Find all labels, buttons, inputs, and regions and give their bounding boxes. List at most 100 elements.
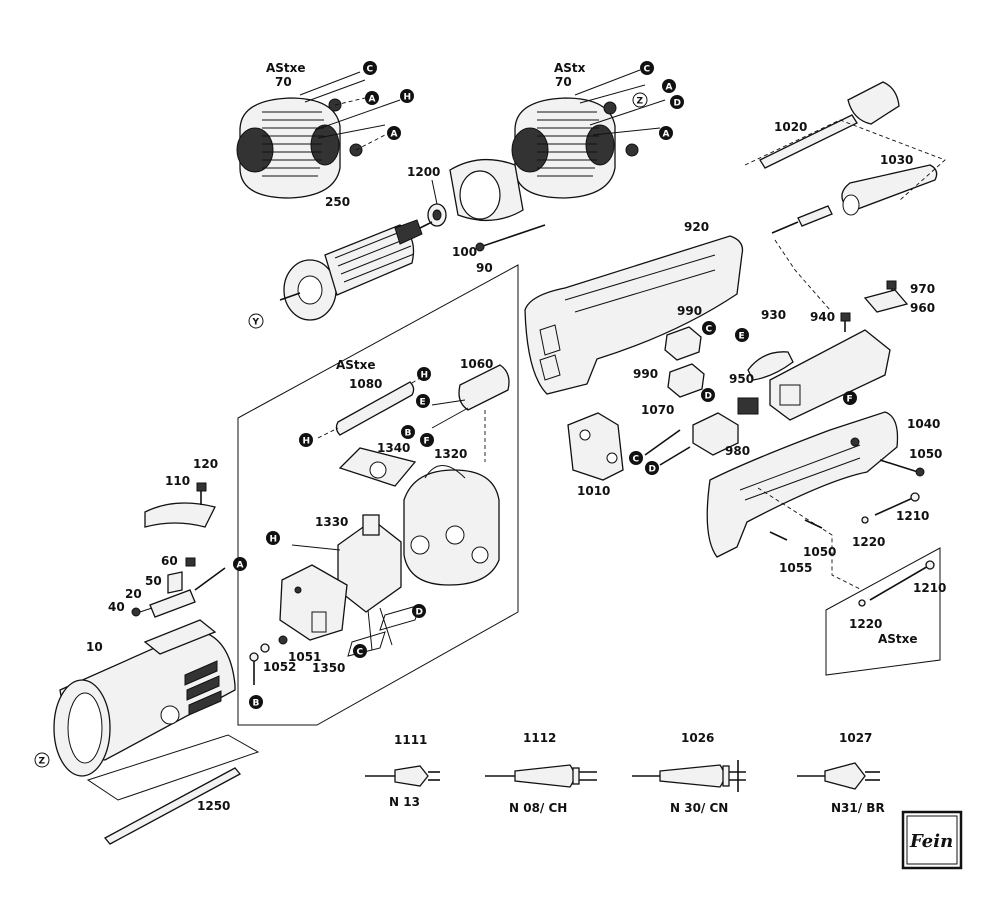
- badge-d-4: D: [645, 461, 659, 475]
- label-990-a: 990: [677, 304, 702, 318]
- label-1030: 1030: [880, 153, 913, 167]
- tie-rod-1250: [86, 734, 260, 845]
- cable-1080: [317, 377, 421, 439]
- label-1052: 1052: [263, 660, 296, 674]
- clamp-960: [863, 289, 909, 313]
- label-1200: 1200: [407, 165, 440, 179]
- badge-a-4: A: [659, 126, 673, 140]
- label-940: 940: [810, 310, 835, 324]
- label-1050-a: 1050: [909, 447, 942, 461]
- label-1250: 1250: [197, 799, 230, 813]
- label-70-right: 70: [555, 75, 572, 89]
- armature-250: [279, 219, 433, 321]
- svg-text:H: H: [404, 93, 412, 103]
- screw-1210-a: [874, 492, 920, 516]
- plate-1350: [279, 564, 348, 641]
- label-930: 930: [761, 308, 786, 322]
- field-coil-astx: [511, 69, 666, 199]
- label-plug-n30: N 30/ CN: [670, 801, 728, 815]
- svg-text:H: H: [421, 371, 429, 381]
- svg-text:C: C: [633, 455, 640, 465]
- svg-text:A: A: [391, 130, 398, 140]
- handle-shell-1040: [706, 411, 899, 558]
- svg-text:D: D: [705, 392, 712, 402]
- astxe-mid-panel: [237, 264, 519, 726]
- label-1210-b: 1210: [913, 581, 946, 595]
- bearing-1200: [427, 179, 447, 227]
- washer-1220-b: [858, 599, 866, 607]
- fein-logo: Fein: [901, 810, 963, 870]
- screw-1050-a: [879, 459, 925, 477]
- label-250: 250: [325, 195, 350, 209]
- screw-120: [196, 482, 207, 505]
- label-astx-top: AStx: [554, 61, 586, 75]
- label-1040: 1040: [907, 417, 940, 431]
- label-60: 60: [161, 554, 178, 568]
- label-1026: 1026: [681, 731, 714, 745]
- label-astxe-top: AStxe: [266, 61, 306, 75]
- screw-1055: [769, 531, 788, 541]
- label-1060: 1060: [460, 357, 493, 371]
- washer-1220-a: [861, 516, 869, 524]
- cover-1340: [338, 447, 417, 487]
- label-astxe-bottom: AStxe: [878, 632, 918, 646]
- svg-text:A: A: [237, 561, 244, 571]
- astxe-box: [825, 547, 941, 676]
- label-1051: 1051: [288, 650, 321, 664]
- label-970: 970: [910, 282, 935, 296]
- screw-40: [131, 607, 153, 617]
- label-110: 110: [165, 474, 190, 488]
- label-1320: 1320: [434, 447, 467, 461]
- badge-h-4: H: [266, 531, 280, 545]
- svg-text:H: H: [303, 437, 311, 447]
- handle-shell-920: [524, 235, 744, 395]
- badges: C A H A C A Z D A Y H E B F H H D C B A …: [34, 61, 857, 768]
- motor-housing-10: [53, 619, 236, 777]
- badge-c-5: C: [629, 451, 643, 465]
- label-1220-a: 1220: [852, 535, 885, 549]
- badge-a-5: A: [233, 557, 247, 571]
- label-plug-n13: N 13: [389, 795, 420, 809]
- label-50: 50: [145, 574, 162, 588]
- svg-text:Z: Z: [39, 757, 46, 767]
- label-1020: 1020: [774, 120, 807, 134]
- label-960: 960: [910, 301, 935, 315]
- label-1330: 1330: [315, 515, 348, 529]
- switch-1330: [291, 514, 421, 657]
- svg-text:B: B: [405, 429, 412, 439]
- badge-d-3: D: [701, 388, 715, 402]
- badge-d-2: D: [412, 604, 426, 618]
- badge-c-2: C: [640, 61, 654, 75]
- part-50: [167, 567, 226, 594]
- badge-b-1: B: [401, 425, 415, 439]
- sleeve-1030: [771, 164, 938, 234]
- svg-text:D: D: [674, 99, 681, 109]
- badge-c-4: C: [702, 321, 716, 335]
- badge-b-2: B: [249, 695, 263, 709]
- badge-h-2: H: [417, 367, 431, 381]
- svg-text:C: C: [644, 65, 651, 75]
- label-1010: 1010: [577, 484, 610, 498]
- capacitor-1060: [431, 364, 510, 462]
- label-plug-n08: N 08/ CH: [509, 801, 567, 815]
- cable-1020: [759, 81, 900, 169]
- badge-h-3: H: [299, 433, 313, 447]
- badge-f-2: F: [843, 391, 857, 405]
- badge-y: Y: [248, 313, 264, 329]
- label-1220-b: 1220: [849, 617, 882, 631]
- ring-100: [449, 158, 524, 222]
- svg-text:C: C: [367, 65, 374, 75]
- dashed-guide-lower: [757, 487, 863, 591]
- label-70-left: 70: [275, 75, 292, 89]
- block-990-a: [664, 326, 702, 361]
- label-astxe-mid: AStxe: [336, 358, 376, 372]
- dashed-cable-guide: [744, 119, 946, 201]
- terminal-980: [692, 412, 739, 456]
- label-1070: 1070: [641, 403, 674, 417]
- label-100: 100: [452, 245, 477, 259]
- label-40: 40: [108, 600, 125, 614]
- svg-text:A: A: [369, 95, 376, 105]
- svg-text:D: D: [416, 608, 423, 618]
- svg-text:C: C: [357, 648, 364, 658]
- plug-1027: [797, 762, 880, 790]
